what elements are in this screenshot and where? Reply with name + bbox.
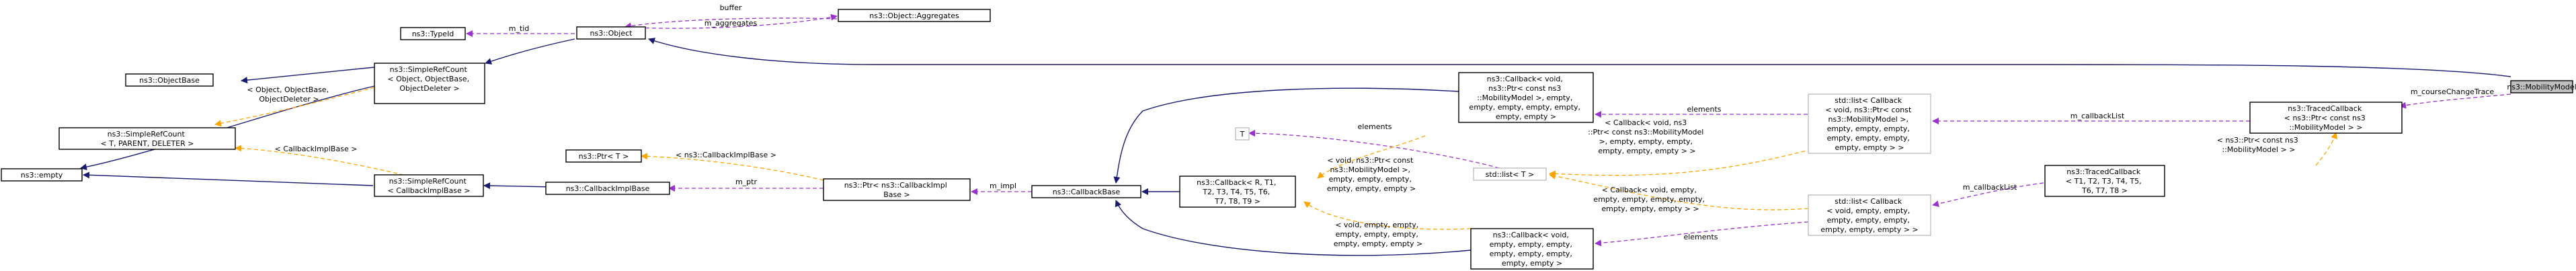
node-traced-callback-generic[interactable]: ns3::TracedCallback < T1, T2, T3, T4, T5… xyxy=(2044,165,2165,197)
node-list-callback-mobility[interactable]: std::list< Callback < void, ns3::Ptr< co… xyxy=(1808,93,1931,154)
svg-text:ns3::CallbackBase: ns3::CallbackBase xyxy=(1053,188,1121,196)
edge-label-m-callbacklist-void: m_callbackList xyxy=(1963,183,2017,192)
edge-callbackimplbase-to-src-cib xyxy=(483,182,555,190)
svg-text:std::list< T >: std::list< T > xyxy=(1486,170,1535,179)
edge-ptr-cib-to-ptr-t xyxy=(641,153,824,181)
edge-object-to-aggregates xyxy=(625,13,838,29)
edge-object-to-simplerefcount-obj xyxy=(485,38,575,65)
svg-text:ns3::TypeId: ns3::TypeId xyxy=(412,30,454,38)
edge-label-m-coursechangetrace: m_courseChangeTrace xyxy=(2411,87,2495,96)
edge-simplerefcount-obj-to-empty xyxy=(80,85,375,171)
edge-labels: m_courseChangeTrace m_callbackList m_cal… xyxy=(247,3,2494,248)
edge-label-m-callbacklist-mm: m_callbackList xyxy=(2070,112,2125,120)
edge-src-cib-to-empty xyxy=(83,171,374,186)
edge-aggregates-to-object xyxy=(625,17,838,30)
svg-text:ns3::ObjectBase: ns3::ObjectBase xyxy=(139,76,200,85)
edge-objectbase-to-empty xyxy=(241,67,375,84)
edge-label-elements-void: elements xyxy=(1683,233,1718,241)
edge-callback-void-to-callback-generic xyxy=(1303,201,1472,230)
node-object-aggregates[interactable]: ns3::Object::Aggregates xyxy=(838,9,991,22)
node-mobility-model[interactable]: ns3::MobilityModel xyxy=(2507,80,2576,93)
svg-text:ns3::SimpleRefCount <: ns3::SimpleRefCount < CallbackImplBase > xyxy=(388,177,471,195)
svg-text:T: T xyxy=(1240,130,1245,139)
svg-text:ns3::Callback< void, e: ns3::Callback< void, empty, empty, empty… xyxy=(1490,231,1575,268)
edge-label-elements-t: elements xyxy=(1357,122,1392,131)
node-callback-base[interactable]: ns3::CallbackBase xyxy=(1031,185,1141,198)
node-callback-void[interactable]: ns3::Callback< void, empty, empty, empty… xyxy=(1470,228,1594,270)
svg-text:ns3::Callback< void, n: ns3::Callback< void, ns3::Ptr< const ns3… xyxy=(1469,75,1582,121)
svg-text:ns3::Ptr< ns3::CallbackImpl: ns3::Ptr< ns3::CallbackImpl Base > xyxy=(844,181,950,199)
node-std-list-t[interactable]: std::list< T > xyxy=(1473,167,1547,181)
node-type-id[interactable]: ns3::TypeId xyxy=(400,27,466,40)
node-callback-mobility[interactable]: ns3::Callback< void, ns3::Ptr< const ns3… xyxy=(1458,72,1594,123)
svg-text:ns3::Object: ns3::Object xyxy=(590,29,633,38)
edge-label-tpl-src-obj: < Object, ObjectBase, ObjectDeleter > xyxy=(247,85,331,104)
node-ptr-callback-impl-base[interactable]: ns3::Ptr< ns3::CallbackImpl Base > xyxy=(823,178,971,201)
node-ptr-t[interactable]: ns3::Ptr< T > xyxy=(565,149,642,163)
edge-label-tpl-list-mm: < Callback< void, ns3 ::Ptr< const ns3::… xyxy=(1588,118,1706,155)
svg-text:std::list< Callback <: std::list< Callback < void, empty, empty… xyxy=(1820,197,1918,234)
edges xyxy=(80,13,2511,256)
svg-text:ns3::Callback< R, T1,: ns3::Callback< R, T1, T2, T3, T4, T5, T6… xyxy=(1197,178,1279,206)
node-simple-ref-count-object[interactable]: ns3::SimpleRefCount < Object, ObjectBase… xyxy=(374,63,485,104)
edge-t-to-std-list xyxy=(1248,130,1500,169)
node-object-base[interactable]: ns3::ObjectBase xyxy=(125,73,214,87)
edge-list-void-to-traced-generic xyxy=(1932,182,2044,207)
edge-mobilitymodel-to-object xyxy=(648,38,2511,77)
nodes: ns3::MobilityModel ns3::TracedCallback <… xyxy=(1,9,2576,270)
svg-text:ns3::SimpleRefCount <: ns3::SimpleRefCount < T, PARENT, DELETER… xyxy=(101,130,194,148)
edge-label-buffer: buffer xyxy=(720,3,742,12)
edge-traced-mm-to-mobilitymodel xyxy=(2399,93,2511,109)
svg-text:ns3::MobilityModel: ns3::MobilityModel xyxy=(2507,83,2576,91)
edge-callback-void-to-list-void xyxy=(1595,221,1809,247)
edge-list-void-to-std-list xyxy=(1549,172,1809,210)
svg-text:ns3::TracedCallback <: ns3::TracedCallback < ns3::Ptr< const ns… xyxy=(2284,104,2368,132)
svg-text:ns3::empty: ns3::empty xyxy=(21,171,63,180)
node-template-t[interactable]: T xyxy=(1235,127,1250,141)
edge-label-tpl-traced-mm: < ns3::Ptr< const ns3 ::MobilityModel > … xyxy=(2217,136,2301,154)
edge-callbackvoid-to-callbackbase xyxy=(1115,200,1472,256)
edge-label-tpl-list-void: < Callback< void, empty, empty, empty, e… xyxy=(1593,186,1707,213)
svg-text:ns3::CallbackImplBase: ns3::CallbackImplBase xyxy=(566,184,650,193)
edge-label-m-tid: m_tid xyxy=(509,24,530,33)
edge-callback-mm-to-callback-generic xyxy=(1317,135,1426,179)
node-callback-impl-base[interactable]: ns3::CallbackImplBase xyxy=(545,182,670,195)
svg-text:ns3::TracedCallback <: ns3::TracedCallback < T1, T2, T3, T4, T5… xyxy=(2066,167,2144,195)
edge-label-elements-mm: elements xyxy=(1687,105,1721,114)
node-simple-ref-count-generic[interactable]: ns3::SimpleRefCount < T, PARENT, DELETER… xyxy=(58,127,236,150)
edge-label-tpl-src-cib: < CallbackImplBase > xyxy=(275,145,358,153)
node-list-callback-void[interactable]: std::list< Callback < void, empty, empty… xyxy=(1808,194,1931,236)
svg-text:ns3::Object::Aggregates: ns3::Object::Aggregates xyxy=(869,11,959,20)
edge-label-tpl-callback-void: < void, empty, empty, empty, empty, empt… xyxy=(1334,221,1423,248)
edge-label-m-impl: m_impl xyxy=(990,182,1016,190)
edge-traced-generic-to-traced-mm xyxy=(2315,132,2338,166)
node-object[interactable]: ns3::Object xyxy=(576,26,646,40)
edge-callbackmm-to-callbackbase xyxy=(1113,87,1459,184)
node-simple-ref-count-callback-impl-base[interactable]: ns3::SimpleRefCount < CallbackImplBase > xyxy=(374,174,484,197)
edge-label-tpl-callback-mm: < void, ns3::Ptr< const ns3::MobilityMod… xyxy=(1327,156,1416,193)
svg-text:std::list< Callback <: std::list< Callback < void, ns3::Ptr< co… xyxy=(1825,96,1914,152)
edge-label-tpl-ptr: < ns3::CallbackImplBase > xyxy=(676,151,776,159)
edge-src-cib-to-src-generic xyxy=(235,145,417,179)
svg-text:ns3::Ptr< T >: ns3::Ptr< T > xyxy=(579,152,629,161)
svg-text:ns3::SimpleRefCount <: ns3::SimpleRefCount < Object, ObjectBase… xyxy=(387,65,471,93)
edge-label-m-ptr: m_ptr xyxy=(735,178,758,186)
edge-src-obj-to-src-generic xyxy=(214,87,375,127)
node-traced-callback-mobility[interactable]: ns3::TracedCallback < ns3::Ptr< const ns… xyxy=(2249,102,2403,134)
node-callback-generic[interactable]: ns3::Callback< R, T1, T2, T3, T4, T5, T6… xyxy=(1179,176,1296,208)
node-empty[interactable]: ns3::empty xyxy=(1,168,83,182)
edge-label-m-aggregates: m_aggregates xyxy=(705,19,758,28)
